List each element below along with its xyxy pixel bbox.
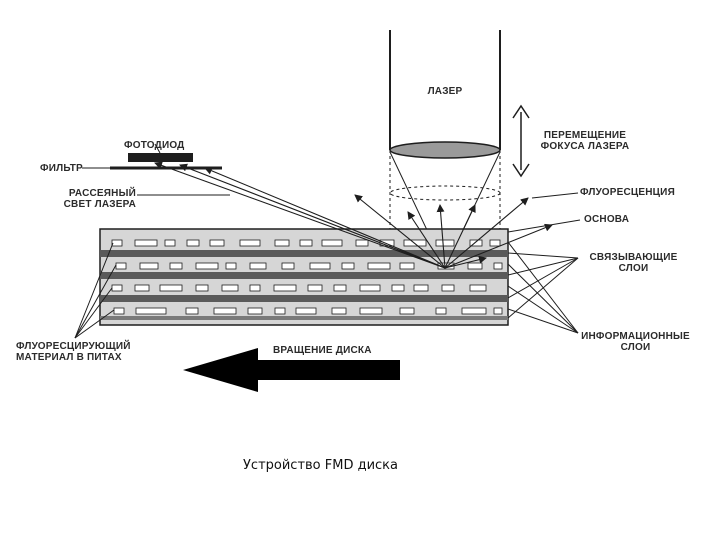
pit bbox=[139, 262, 159, 270]
binding-layer bbox=[100, 316, 508, 320]
pit bbox=[359, 307, 383, 315]
pit bbox=[391, 284, 405, 292]
pit bbox=[169, 262, 183, 270]
pit bbox=[111, 239, 123, 247]
pit bbox=[359, 284, 381, 292]
substrate-label: ОСНОВА bbox=[584, 214, 630, 225]
pit bbox=[469, 284, 487, 292]
pit bbox=[159, 284, 183, 292]
pit bbox=[273, 284, 297, 292]
pit bbox=[113, 307, 125, 315]
pit bbox=[213, 307, 237, 315]
focus-move-arrow bbox=[512, 104, 530, 178]
pit bbox=[435, 239, 455, 247]
pit bbox=[247, 307, 263, 315]
pit bbox=[461, 307, 487, 315]
laser-tube bbox=[389, 30, 501, 150]
pit bbox=[274, 307, 286, 315]
binding-layer bbox=[100, 295, 508, 302]
scattered-light-label: РАССЕЯНЫЙ СВЕТ ЛАЗЕРА bbox=[63, 188, 136, 210]
pit bbox=[115, 262, 127, 270]
disk bbox=[99, 228, 509, 326]
lens-alt-position bbox=[389, 150, 501, 318]
pit bbox=[367, 262, 391, 270]
pit bbox=[195, 284, 209, 292]
pit bbox=[225, 262, 237, 270]
laser-label: ЛАЗЕР bbox=[427, 86, 463, 97]
scattered-rays bbox=[154, 161, 553, 269]
pit bbox=[413, 284, 429, 292]
binding-layers-label: СВЯЗЫВАЮЩИЕ СЛОИ bbox=[589, 252, 678, 274]
pit bbox=[467, 262, 483, 270]
figure-caption: Устройство FMD диска bbox=[243, 458, 399, 473]
pit bbox=[209, 239, 225, 247]
filter-label: ФИЛЬТР bbox=[40, 163, 83, 174]
pit bbox=[135, 307, 167, 315]
pit bbox=[355, 239, 369, 247]
binding-layer bbox=[100, 272, 508, 279]
pit bbox=[469, 239, 483, 247]
pit bbox=[307, 284, 323, 292]
photodiode-label: ФОТОДИОД bbox=[124, 140, 185, 151]
pit bbox=[341, 262, 355, 270]
binding-layer bbox=[100, 250, 508, 257]
pit bbox=[441, 284, 455, 292]
pit bbox=[185, 307, 199, 315]
pit bbox=[295, 307, 317, 315]
info-layers-label: ИНФОРМАЦИОННЫЕ СЛОИ bbox=[581, 331, 690, 353]
pit bbox=[435, 307, 447, 315]
pit bbox=[134, 239, 158, 247]
pit bbox=[239, 239, 261, 247]
fluorescent-material-label: ФЛУОРЕСЦИРУЮЩИЙ МАТЕРИАЛ В ПИТАХ bbox=[16, 341, 131, 363]
disk-rotation-arrow bbox=[183, 348, 400, 392]
pit bbox=[299, 239, 313, 247]
disk-rotation-label: ВРАЩЕНИЕ ДИСКА bbox=[273, 345, 372, 356]
leader-lines bbox=[74, 143, 581, 339]
pit bbox=[493, 307, 503, 315]
pit bbox=[111, 284, 123, 292]
pit bbox=[331, 307, 347, 315]
pit bbox=[195, 262, 219, 270]
pit bbox=[309, 262, 331, 270]
pit bbox=[221, 284, 239, 292]
pit bbox=[493, 262, 503, 270]
pit bbox=[186, 239, 200, 247]
pit bbox=[399, 307, 415, 315]
fluorescence-label: ФЛУОРЕСЦЕНЦИЯ bbox=[580, 187, 675, 198]
focus-move-label: ПЕРЕМЕЩЕНИЕ ФОКУСА ЛАЗЕРА bbox=[540, 130, 630, 152]
pit bbox=[321, 239, 343, 247]
pit bbox=[333, 284, 347, 292]
pit bbox=[489, 239, 501, 247]
pit bbox=[399, 262, 415, 270]
pit bbox=[249, 284, 261, 292]
pit bbox=[164, 239, 176, 247]
pit bbox=[281, 262, 295, 270]
photodiode bbox=[128, 153, 193, 162]
pit bbox=[134, 284, 150, 292]
pit bbox=[249, 262, 267, 270]
pit bbox=[274, 239, 290, 247]
laser-lens bbox=[389, 141, 501, 159]
